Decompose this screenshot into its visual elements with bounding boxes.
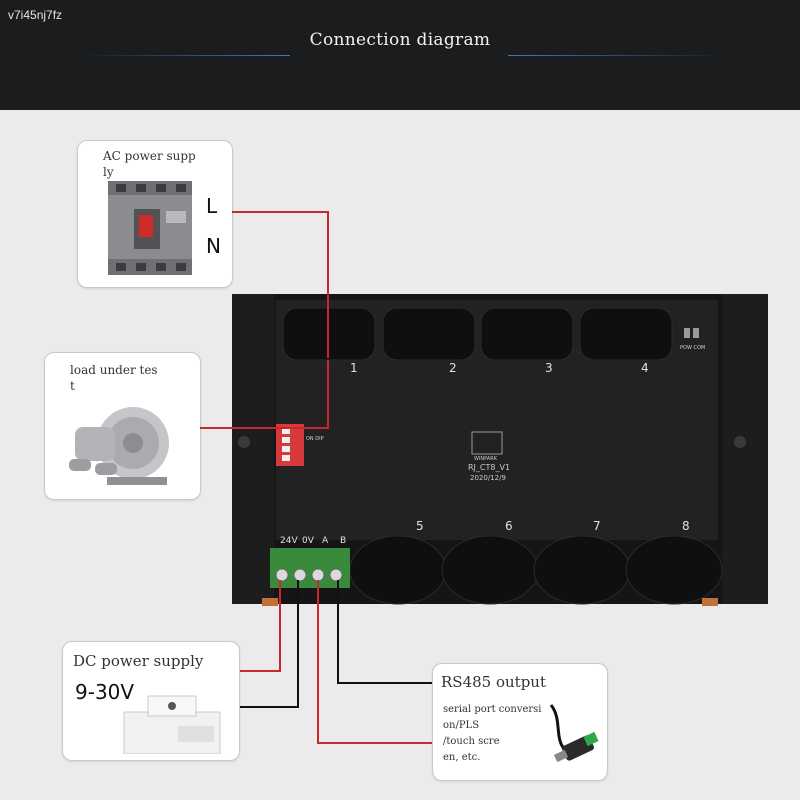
breaker-illustration [108, 181, 192, 275]
terminal-label-a: A [322, 536, 329, 546]
wire-0v [238, 580, 299, 708]
title-line-right [508, 55, 728, 56]
load-under-test-box: load under tes t [44, 352, 201, 500]
wire-24v [238, 580, 281, 672]
wire-rs485-b [337, 580, 432, 684]
dip-label: ON DIP [306, 436, 324, 442]
ac-power-box: AC power supp ly L N [77, 140, 233, 288]
page-title: Connection diagram [309, 30, 491, 50]
ct-sensor-2 [382, 307, 476, 361]
ac-line-n-label: N [206, 234, 221, 258]
terminal-label-24v: 24V [280, 536, 298, 546]
channel-label-1: 1 [350, 361, 358, 375]
dc-power-box: DC power supply 9-30V [62, 641, 240, 761]
channel-label-8: 8 [682, 519, 690, 533]
channel-label-5: 5 [416, 519, 424, 533]
wire-rs485-a [317, 580, 432, 744]
ct-sensor-7 [533, 535, 631, 605]
ct-sensor-3 [480, 307, 574, 361]
channel-label-6: 6 [505, 519, 513, 533]
channel-label-2: 2 [449, 361, 457, 375]
channel-label-3: 3 [545, 361, 553, 375]
ct-sensor-5 [349, 535, 447, 605]
psu-illustration [123, 695, 221, 754]
ac-power-label: AC power supp ly [103, 149, 196, 179]
pcb-date: 2020/12/9 [470, 474, 506, 482]
wire-load [200, 360, 329, 429]
terminal-label-b: B [340, 536, 346, 546]
load-under-test-label: load under tes t [70, 363, 158, 393]
rs485-output-box: RS485 output serial port conversi on/PLS… [432, 663, 608, 781]
pcb-model: RJ_CT8_V1 [468, 463, 510, 472]
ct-sensor-6 [441, 535, 539, 605]
wire-ac-l [232, 211, 329, 358]
rs485-desc: serial port conversi on/PLS /touch scre … [443, 704, 542, 763]
dc-power-label: DC power supply [73, 652, 204, 670]
ct-sensor-8 [625, 535, 723, 605]
terminal-label-0v: 0V [302, 536, 315, 546]
dc-voltage-label: 9-30V [75, 680, 135, 704]
ct-sensor-4 [579, 307, 673, 361]
led-label: POW COM [680, 345, 705, 351]
blower-illustration [69, 407, 169, 485]
watermark: v7i45nj7fz [8, 8, 63, 22]
pcb-brand: WINPARK [474, 456, 498, 462]
title-line-left [80, 55, 290, 56]
rs485-title: RS485 output [441, 673, 546, 691]
channel-label-7: 7 [593, 519, 601, 533]
usb-converter-illustration [549, 704, 599, 763]
ac-line-l-label: L [206, 194, 218, 218]
header-bar: v7i45nj7fz Connection diagram [0, 0, 800, 110]
channel-label-4: 4 [641, 361, 649, 375]
